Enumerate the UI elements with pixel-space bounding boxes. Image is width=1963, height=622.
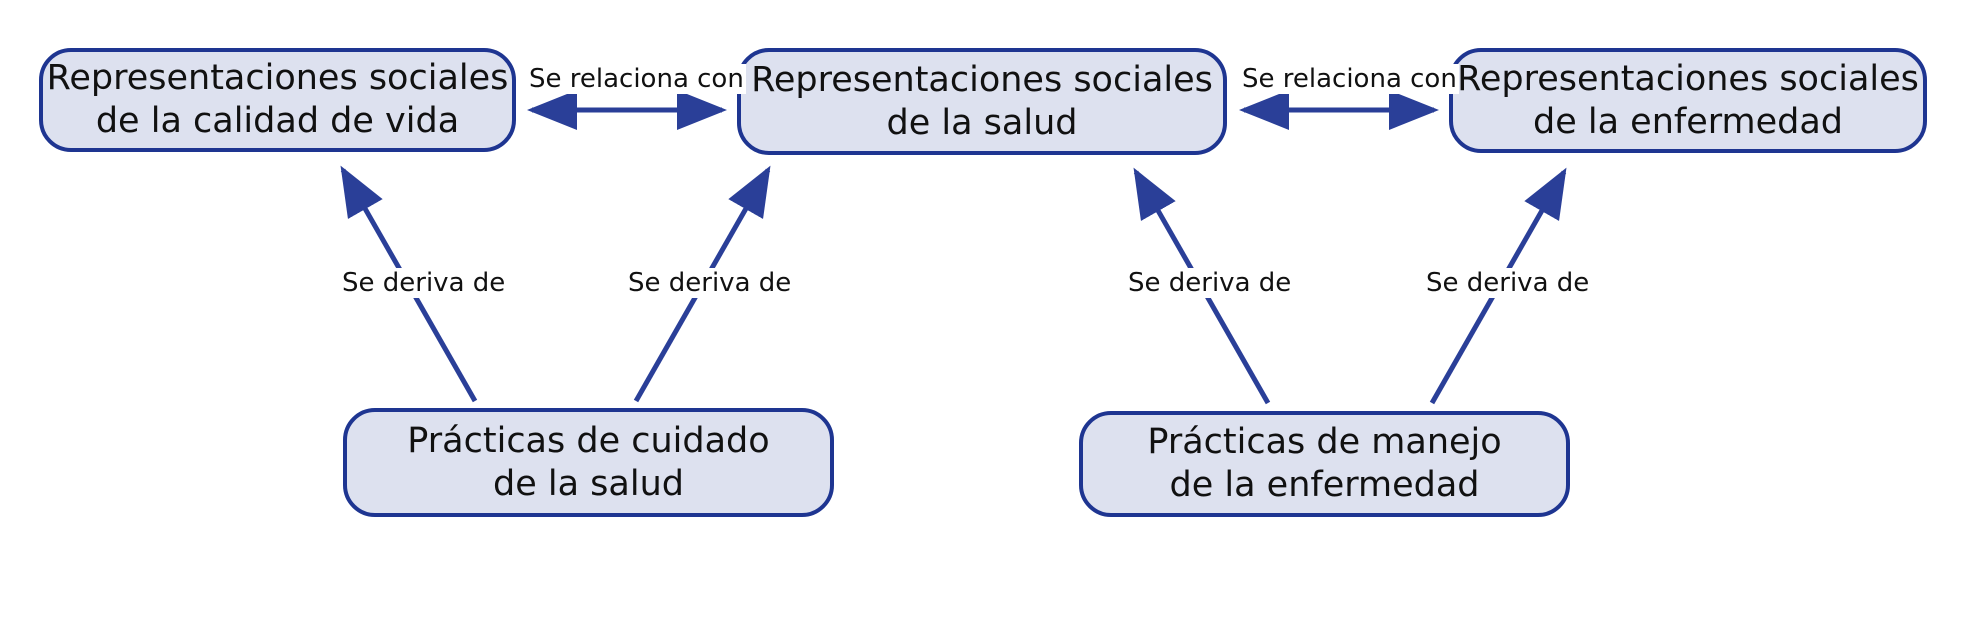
edge-label-relaciona: Se relaciona con xyxy=(1240,64,1459,94)
node-line: Representaciones sociales xyxy=(1457,58,1919,99)
node-line: de la enfermedad xyxy=(1532,101,1844,142)
edge-label-deriva: Se deriva de xyxy=(626,268,794,298)
node-practicas-cuidado: Prácticas de cuidado de la salud xyxy=(343,408,834,517)
node-rs-calidad-de-vida: Representaciones sociales de la calidad … xyxy=(39,48,516,152)
node-line: Prácticas de manejo xyxy=(1147,422,1502,463)
node-line: Representaciones sociales xyxy=(46,58,509,99)
node-line: de la enfermedad xyxy=(1169,465,1480,505)
node-rs-salud: Representaciones sociales de la salud xyxy=(737,48,1227,155)
node-line: Representaciones sociales xyxy=(751,59,1213,100)
node-practicas-manejo: Prácticas de manejo de la enfermedad xyxy=(1079,411,1570,517)
edge-label-deriva: Se deriva de xyxy=(1424,268,1592,298)
node-line: de la salud xyxy=(886,102,1078,143)
node-line: Prácticas de cuidado xyxy=(407,420,770,461)
node-rs-enfermedad: Representaciones sociales de la enfermed… xyxy=(1449,48,1927,153)
edge-label-deriva: Se deriva de xyxy=(340,268,508,298)
node-line: de la calidad de vida xyxy=(95,101,460,141)
node-line: de la salud xyxy=(493,463,684,504)
edge-label-relaciona: Se relaciona con xyxy=(527,64,746,94)
edge-label-deriva: Se deriva de xyxy=(1126,268,1294,298)
